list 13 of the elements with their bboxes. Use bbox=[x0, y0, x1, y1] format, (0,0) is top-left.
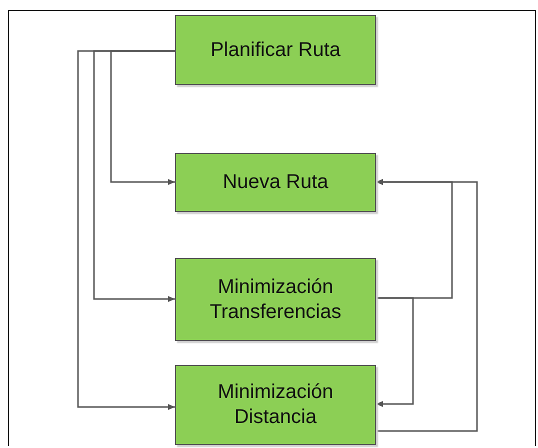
box-label: Planificar Ruta bbox=[210, 38, 341, 62]
box-label: Minimización Transferencias bbox=[208, 274, 342, 324]
box-label: Minimización Distancia bbox=[216, 380, 334, 430]
connector-arrow bbox=[93, 50, 175, 302]
connector-arrow bbox=[376, 297, 414, 407]
connector-arrow bbox=[110, 50, 175, 185]
connector-arrow bbox=[376, 179, 478, 432]
process-box bbox=[175, 365, 376, 445]
process-box bbox=[175, 15, 376, 85]
process-box bbox=[175, 258, 376, 341]
connector-arrow bbox=[77, 50, 175, 410]
box-label: Nueva Ruta bbox=[222, 170, 328, 195]
process-box bbox=[175, 153, 376, 212]
